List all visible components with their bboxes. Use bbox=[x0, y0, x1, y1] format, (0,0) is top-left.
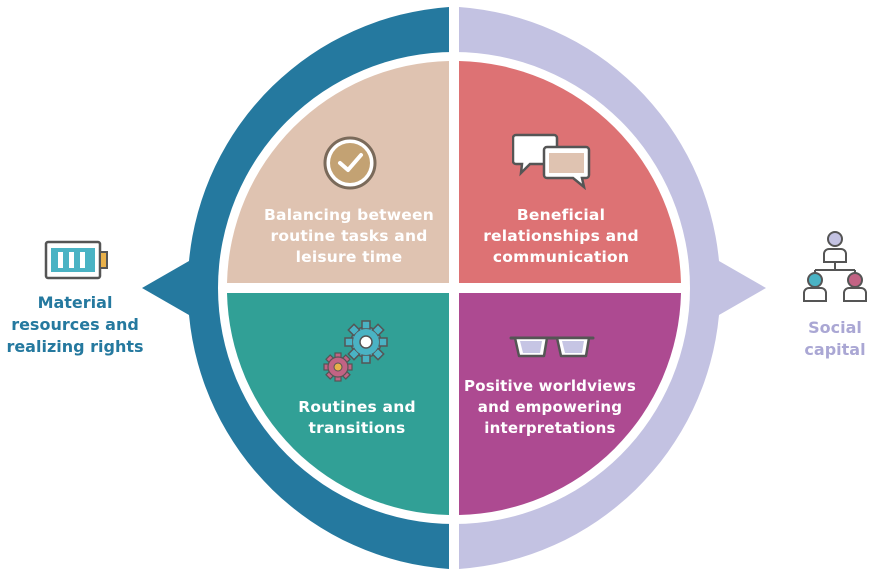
label-line: realizing rights bbox=[6, 337, 144, 356]
label-line: leisure time bbox=[295, 248, 403, 266]
label-line: resources and bbox=[11, 315, 139, 334]
label-line: Social bbox=[808, 318, 862, 337]
battery-icon bbox=[44, 240, 108, 280]
label-line: communication bbox=[492, 248, 630, 266]
label-line: capital bbox=[804, 340, 866, 359]
label-line: Balancing between bbox=[264, 206, 434, 224]
gears-icon bbox=[323, 320, 388, 382]
inner-circle bbox=[218, 52, 690, 524]
speech-bubbles-icon bbox=[512, 133, 591, 190]
people-network-icon bbox=[803, 231, 867, 302]
quadrant-bottom-left bbox=[227, 293, 449, 515]
quadrant-bottom-right-label: Positive worldviews and empowering inter… bbox=[455, 376, 645, 439]
label-line: interpretations bbox=[484, 419, 616, 437]
quadrant-bottom-right bbox=[459, 293, 681, 515]
label-line: Routines and bbox=[298, 398, 416, 416]
clock-icon bbox=[323, 136, 377, 190]
left-side-label: Material resources and realizing rights bbox=[0, 292, 150, 358]
label-line: transitions bbox=[308, 419, 406, 437]
quadrant-top-right-label: Beneficial relationships and communicati… bbox=[462, 205, 660, 268]
label-line: and empowering bbox=[477, 398, 623, 416]
glasses-icon bbox=[509, 336, 595, 358]
quadrant-bottom-left-label: Routines and transitions bbox=[250, 397, 464, 439]
quadrant-top-left-label: Balancing between routine tasks and leis… bbox=[250, 205, 448, 268]
label-line: relationships and bbox=[483, 227, 639, 245]
label-line: Material bbox=[37, 293, 113, 312]
right-side-label: Social capital bbox=[797, 317, 873, 361]
label-line: Positive worldviews bbox=[464, 377, 636, 395]
label-line: routine tasks and bbox=[270, 227, 428, 245]
label-line: Beneficial bbox=[516, 206, 606, 224]
